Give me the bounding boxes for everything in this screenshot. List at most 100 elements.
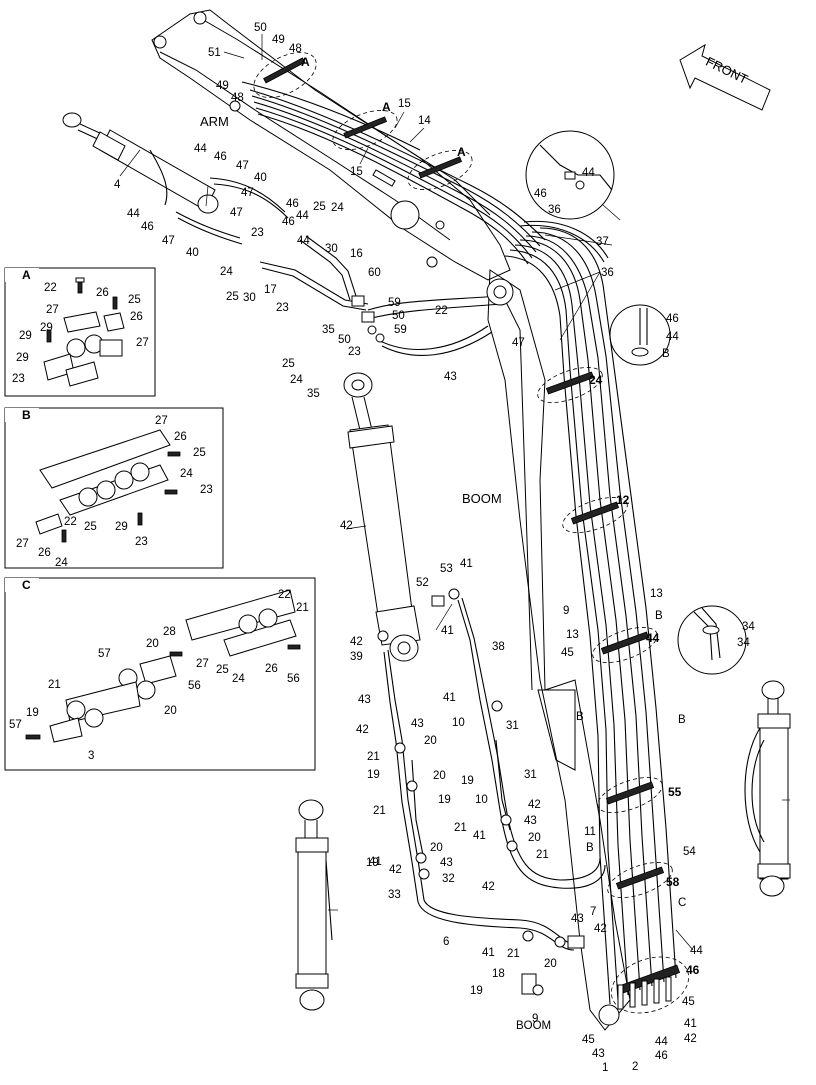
callout: 3: [88, 750, 94, 762]
callout: 19: [366, 857, 379, 869]
zoom-detail-circles: [525, 130, 747, 675]
arm-hose-bundle: [241, 52, 546, 265]
callout: 47: [241, 187, 254, 199]
cylinder-1: [295, 799, 333, 1011]
callout: 50: [338, 334, 351, 346]
callout: 55: [668, 785, 682, 799]
callout: 33: [388, 889, 401, 901]
boom-label: BOOM: [462, 491, 502, 506]
callout: 2: [632, 1061, 638, 1073]
callout: 20: [528, 832, 541, 844]
callout: 38: [492, 641, 505, 653]
callout: 44: [296, 210, 309, 222]
detail-box-c: C: [4, 577, 316, 771]
callout: 19: [438, 794, 451, 806]
callout: 41: [473, 830, 486, 842]
callout: A: [301, 55, 310, 69]
callout: 16: [350, 248, 363, 260]
callout: 43: [358, 694, 371, 706]
callout: 25: [226, 291, 239, 303]
callout: 13: [566, 629, 579, 641]
callout: 20: [424, 735, 437, 747]
callout: 47: [162, 235, 175, 247]
callout: 31: [524, 769, 537, 781]
callout: 23: [200, 484, 213, 496]
callout: 41: [369, 856, 382, 868]
callout: 43: [571, 913, 584, 925]
callout: 25: [193, 447, 206, 459]
callout: 15: [350, 166, 363, 178]
callout: 22: [44, 282, 57, 294]
cylinder-2: [744, 680, 791, 897]
callout: 35: [307, 388, 320, 400]
callout: 43: [411, 718, 424, 730]
callout: 31: [506, 720, 519, 732]
callout: 59: [394, 324, 407, 336]
callout: 45: [561, 647, 574, 659]
callout: 19: [470, 985, 483, 997]
callout: 46: [141, 221, 154, 233]
callout: 32: [442, 873, 455, 885]
callout: 6: [443, 936, 449, 948]
callout: 12: [616, 493, 630, 507]
callout: 43: [524, 815, 537, 827]
callout: 21: [454, 822, 467, 834]
callout: 23: [135, 536, 148, 548]
leader-lines: [119, 34, 790, 951]
callout: 27: [16, 538, 29, 550]
callout: 20: [433, 770, 446, 782]
callout: 23: [276, 302, 289, 314]
callout: 40: [186, 247, 199, 259]
callout: A: [457, 145, 466, 159]
callout: B: [576, 711, 584, 723]
callout: B: [678, 714, 686, 726]
callout: 21: [373, 805, 386, 817]
callout: 36: [548, 204, 561, 216]
callout: 42: [528, 799, 541, 811]
callout: 43: [444, 371, 457, 383]
callout: 26: [174, 431, 187, 443]
callout: 49: [272, 34, 285, 46]
detail-box-b: B: [4, 407, 224, 569]
callout: 25: [282, 358, 295, 370]
callout: 15: [398, 98, 411, 110]
callout: 10: [452, 717, 465, 729]
callout: 24: [55, 557, 68, 569]
callout: B: [655, 610, 663, 622]
callout: 27: [196, 658, 209, 670]
callout: 20: [164, 705, 177, 717]
detail-box-a: A: [4, 267, 156, 397]
callout: 41: [684, 1018, 697, 1030]
callout: C: [678, 897, 686, 909]
callout: 44: [127, 208, 140, 220]
callout: 19: [367, 769, 380, 781]
callout: 42: [389, 864, 402, 876]
callout: 46: [666, 313, 679, 325]
callout: 56: [287, 673, 300, 685]
callout: 29: [19, 330, 32, 342]
callout: 51: [208, 47, 221, 59]
callout: 60: [368, 267, 381, 279]
callout: 25: [216, 664, 229, 676]
callout: 43: [592, 1048, 605, 1060]
callout: 10: [475, 794, 488, 806]
callout: 26: [130, 311, 143, 323]
callout: BOOM: [516, 1020, 551, 1032]
callout: 20: [146, 638, 159, 650]
callout: 4: [114, 179, 121, 191]
callout: 21: [507, 948, 520, 960]
callout: 21: [296, 602, 309, 614]
callout: 48: [231, 92, 244, 104]
callout-labels: 50 51 49 48 49 48 A 15 14 15 A A 44 46 4…: [9, 22, 755, 1074]
callout: 41: [482, 947, 495, 959]
callout: 29: [40, 322, 53, 334]
callout: 41: [443, 692, 456, 704]
boom-hose-bundle: [504, 220, 690, 1014]
callout: 42: [356, 724, 369, 736]
callout: 44: [297, 235, 310, 247]
callout: 19: [461, 775, 474, 787]
callout: 30: [325, 243, 338, 255]
callout: 44: [582, 167, 595, 179]
callout: 46: [686, 963, 700, 977]
